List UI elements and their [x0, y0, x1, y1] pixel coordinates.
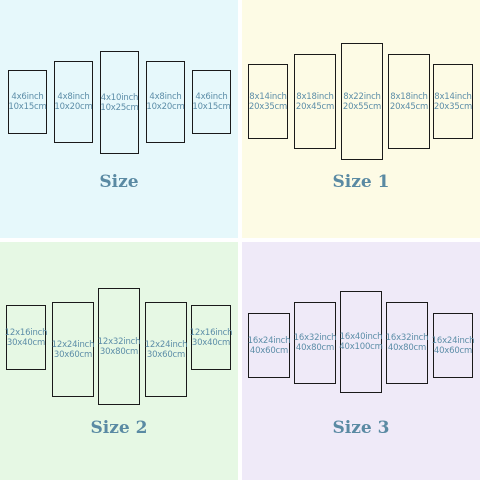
- panel-size-cm: 20x45cm: [295, 101, 335, 112]
- panel-size-inch: 12x24inch: [51, 339, 95, 350]
- panel-size-inch: 12x16inch: [4, 327, 48, 338]
- panel-size-inch: 12x24inch: [144, 339, 188, 350]
- panel-size-inch: 4x8inch: [57, 92, 90, 102]
- panel-size-cm: 30x80cm: [99, 346, 139, 357]
- panel-size-inch: 4x6inch: [11, 92, 44, 102]
- panel-size-cm: 40x80cm: [387, 343, 427, 353]
- panel-size-inch: 8x14inch: [434, 91, 472, 102]
- size-label-0: Size: [99, 172, 139, 192]
- panel-size-inch: 16x24inch: [247, 335, 291, 346]
- panel-size-inch: 8x14inch: [249, 91, 287, 102]
- panel-size-inch: 16x24inch: [431, 335, 475, 346]
- panel-size-inch: 8x18inch: [296, 91, 334, 102]
- panel-size-cm: 20x35cm: [248, 101, 288, 112]
- panel-size-inch: 16x40inch: [339, 332, 383, 342]
- panel-size-inch: 12x16inch: [189, 327, 233, 338]
- panel-size-cm: 10x25cm: [100, 102, 139, 113]
- panel-size-inch: 8x22inch: [343, 91, 381, 102]
- size-label-2: Size 2: [90, 418, 148, 438]
- panel-size-inch: 16x32inch: [385, 333, 429, 343]
- panel-size-cm: 30x40cm: [191, 337, 231, 348]
- panel-size-cm: 40x100cm: [339, 342, 383, 352]
- panel-size-inch: 8x18inch: [390, 91, 428, 102]
- panel-size-cm: 40x60cm: [433, 345, 473, 356]
- size-label-1: Size 1: [332, 172, 390, 192]
- panel-size-cm: 10x15cm: [8, 102, 47, 112]
- panel-size-cm: 30x60cm: [146, 349, 186, 360]
- panel-size-inch: 4x10inch: [100, 92, 139, 103]
- panel-size-cm: 20x55cm: [342, 101, 382, 112]
- panel-size-cm: 30x40cm: [6, 337, 46, 348]
- panel-size-cm: 30x60cm: [53, 349, 93, 360]
- panel-size-inch: 4x8inch: [149, 92, 182, 102]
- panel-size-cm: 10x15cm: [192, 102, 231, 112]
- panel-size-cm: 40x80cm: [295, 343, 335, 353]
- panel-size-cm: 20x35cm: [433, 101, 473, 112]
- panel-size-cm: 10x20cm: [146, 102, 185, 112]
- panel-size-cm: 20x45cm: [389, 101, 429, 112]
- panel-size-inch: 16x32inch: [293, 333, 337, 343]
- panel-size-inch: 4x6inch: [195, 92, 228, 102]
- panel-size-inch: 12x32inch: [97, 336, 141, 347]
- size-label-3: Size 3: [332, 418, 390, 438]
- panel-size-cm: 40x60cm: [249, 345, 289, 356]
- panel-size-cm: 10x20cm: [54, 102, 93, 112]
